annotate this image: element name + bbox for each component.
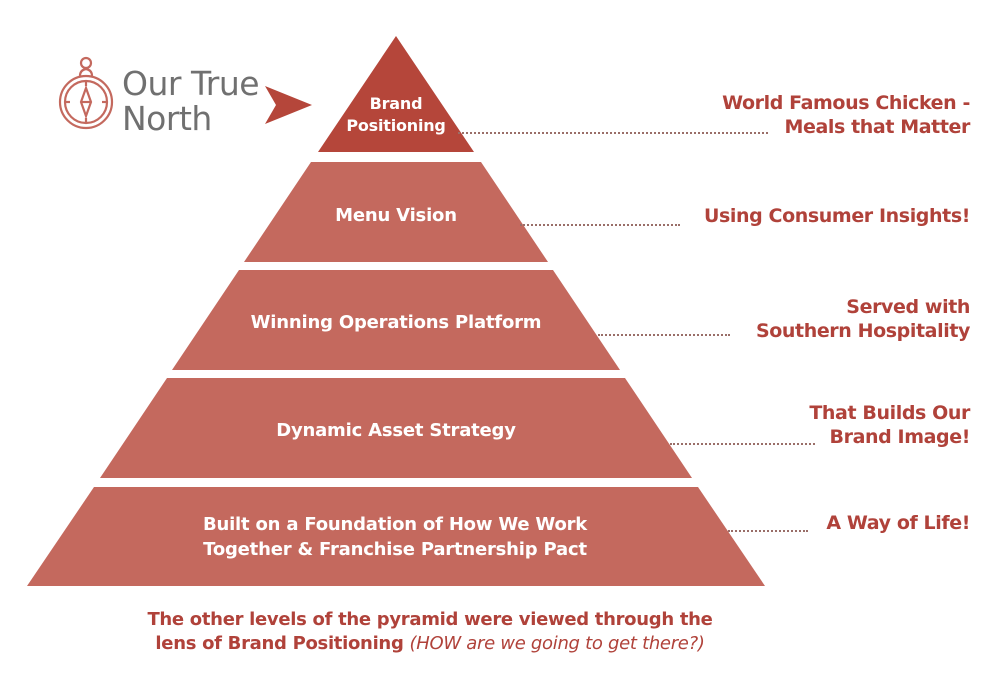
annotation-line: Meals that Matter — [784, 116, 970, 138]
annotation-line: World Famous Chicken - — [722, 92, 970, 114]
footer-caption: The other levels of the pyramid were vie… — [80, 608, 780, 656]
annotation-operations: Served with Southern Hospitality — [756, 295, 970, 343]
annotation-line: That Builds Our — [809, 402, 970, 424]
level-label-foundation: Built on a Foundation of How We Work Tog… — [60, 512, 730, 562]
footer-bold: lens of Brand Positioning — [155, 633, 410, 654]
title-line-1: Our True — [122, 64, 260, 103]
label-line: Positioning — [346, 116, 446, 135]
annotation-line: Southern Hospitality — [755, 320, 970, 342]
annotation-asset-strategy: That Builds Our Brand Image! — [809, 401, 970, 449]
pyramid-level-3 — [172, 270, 620, 370]
footer-line-2: lens of Brand Positioning (HOW are we go… — [80, 632, 780, 656]
label-line: Together & Franchise Partnership Pact — [203, 539, 587, 560]
level-label-operations: Winning Operations Platform — [250, 312, 542, 333]
level-label-menu-vision: Menu Vision — [335, 205, 457, 226]
pyramid-level-2 — [244, 162, 548, 262]
annotation-line: Served with — [846, 296, 970, 318]
label-line: Built on a Foundation of How We Work — [202, 514, 588, 535]
leader-line-2 — [520, 224, 680, 226]
compass-icon — [58, 56, 114, 130]
pyramid-level-5 — [27, 487, 765, 586]
pyramid-level-apex — [318, 36, 474, 152]
annotation-brand-positioning: World Famous Chicken - Meals that Matter — [722, 91, 970, 139]
label-line: Brand — [369, 94, 423, 113]
leader-line-1 — [458, 132, 768, 134]
annotation-foundation: A Way of Life! — [826, 512, 970, 534]
page-title: Our True North — [122, 64, 260, 138]
arrow-right-icon — [265, 86, 312, 124]
level-label-brand-positioning: Brand Positioning — [336, 93, 456, 137]
footer-line-1: The other levels of the pyramid were vie… — [147, 609, 713, 630]
annotation-line: Brand Image! — [829, 426, 971, 448]
footer-italic: (HOW are we going to get there?) — [409, 633, 705, 654]
leader-line-4 — [670, 443, 815, 445]
level-label-asset-strategy: Dynamic Asset Strategy — [276, 420, 516, 441]
title-line-2: North — [122, 99, 212, 138]
annotation-menu-vision: Using Consumer Insights! — [703, 205, 970, 227]
leader-line-5 — [728, 530, 808, 532]
pyramid-level-4 — [100, 378, 692, 478]
leader-line-3 — [598, 334, 730, 336]
